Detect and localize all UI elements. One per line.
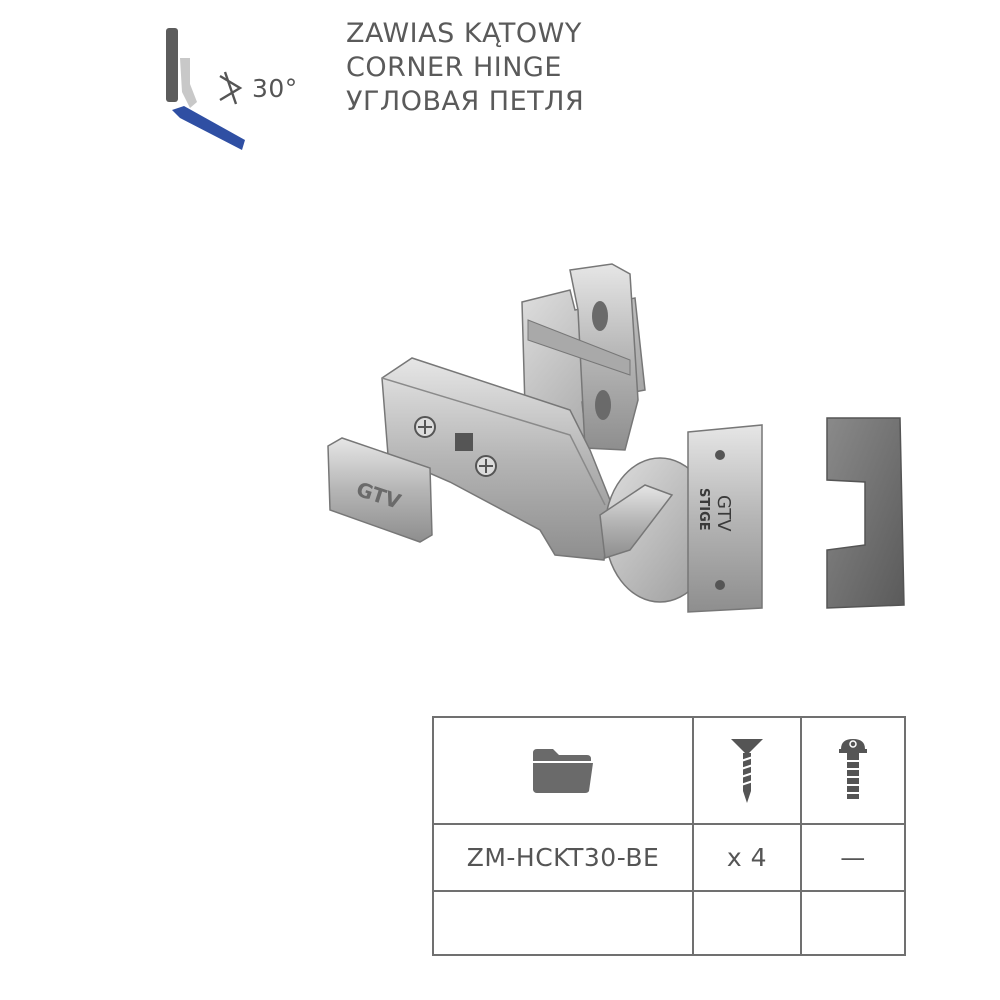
adjustment-slot [455, 433, 473, 451]
header-cell-euro-screw [800, 716, 906, 825]
corner-angle-icon [166, 28, 245, 150]
hinge-arm [381, 357, 613, 561]
title-english: CORNER HINGE [346, 52, 562, 83]
title-russian: УГЛОВАЯ ПЕТЛЯ [346, 86, 585, 117]
door-plate: STIGE GTV [687, 424, 763, 613]
hinge-shape [180, 58, 197, 108]
mounting-plate [521, 263, 646, 451]
wood-screw-icon [731, 738, 763, 803]
side-cover [826, 417, 905, 609]
euro-screw-count-cell: — [800, 823, 906, 892]
euro-screw-count-cell [800, 890, 906, 956]
angle-label: 30° [252, 74, 298, 103]
plate-hole-lower [595, 390, 611, 420]
screw-count-cell: x 4 [692, 823, 802, 892]
table-row: ZM-HCKT30-BE x 4 — [432, 823, 906, 892]
specification-table: ZM-HCKT30-BE x 4 — [432, 716, 906, 956]
angle-symbol-icon [219, 71, 243, 105]
cover-cap: GTV [327, 437, 433, 543]
title-block: ZAWIAS KĄTOWY CORNER HINGE УГЛОВАЯ ПЕТЛЯ [346, 17, 584, 119]
folder-icon [533, 748, 593, 793]
euro-screw-icon [839, 738, 867, 799]
title-polish: ZAWIAS KĄTOWY [346, 18, 582, 49]
table-row [432, 890, 906, 956]
corner-hinge-illustration: GTV STIGE GTV [327, 263, 905, 613]
hinge-arm-logo: GTV [713, 495, 734, 532]
table-header-row [432, 716, 906, 825]
plate-logo: STIGE [696, 488, 711, 531]
header-cell-wood-screw [692, 716, 802, 825]
door-panel [172, 106, 245, 150]
cabinet-side-panel [166, 28, 178, 102]
product-code-cell: ZM-HCKT30-BE [432, 823, 694, 892]
plate-hole-upper [592, 301, 608, 331]
screw-count-cell [692, 890, 802, 956]
header-cell-folder [432, 716, 694, 825]
product-code-cell [432, 890, 694, 956]
